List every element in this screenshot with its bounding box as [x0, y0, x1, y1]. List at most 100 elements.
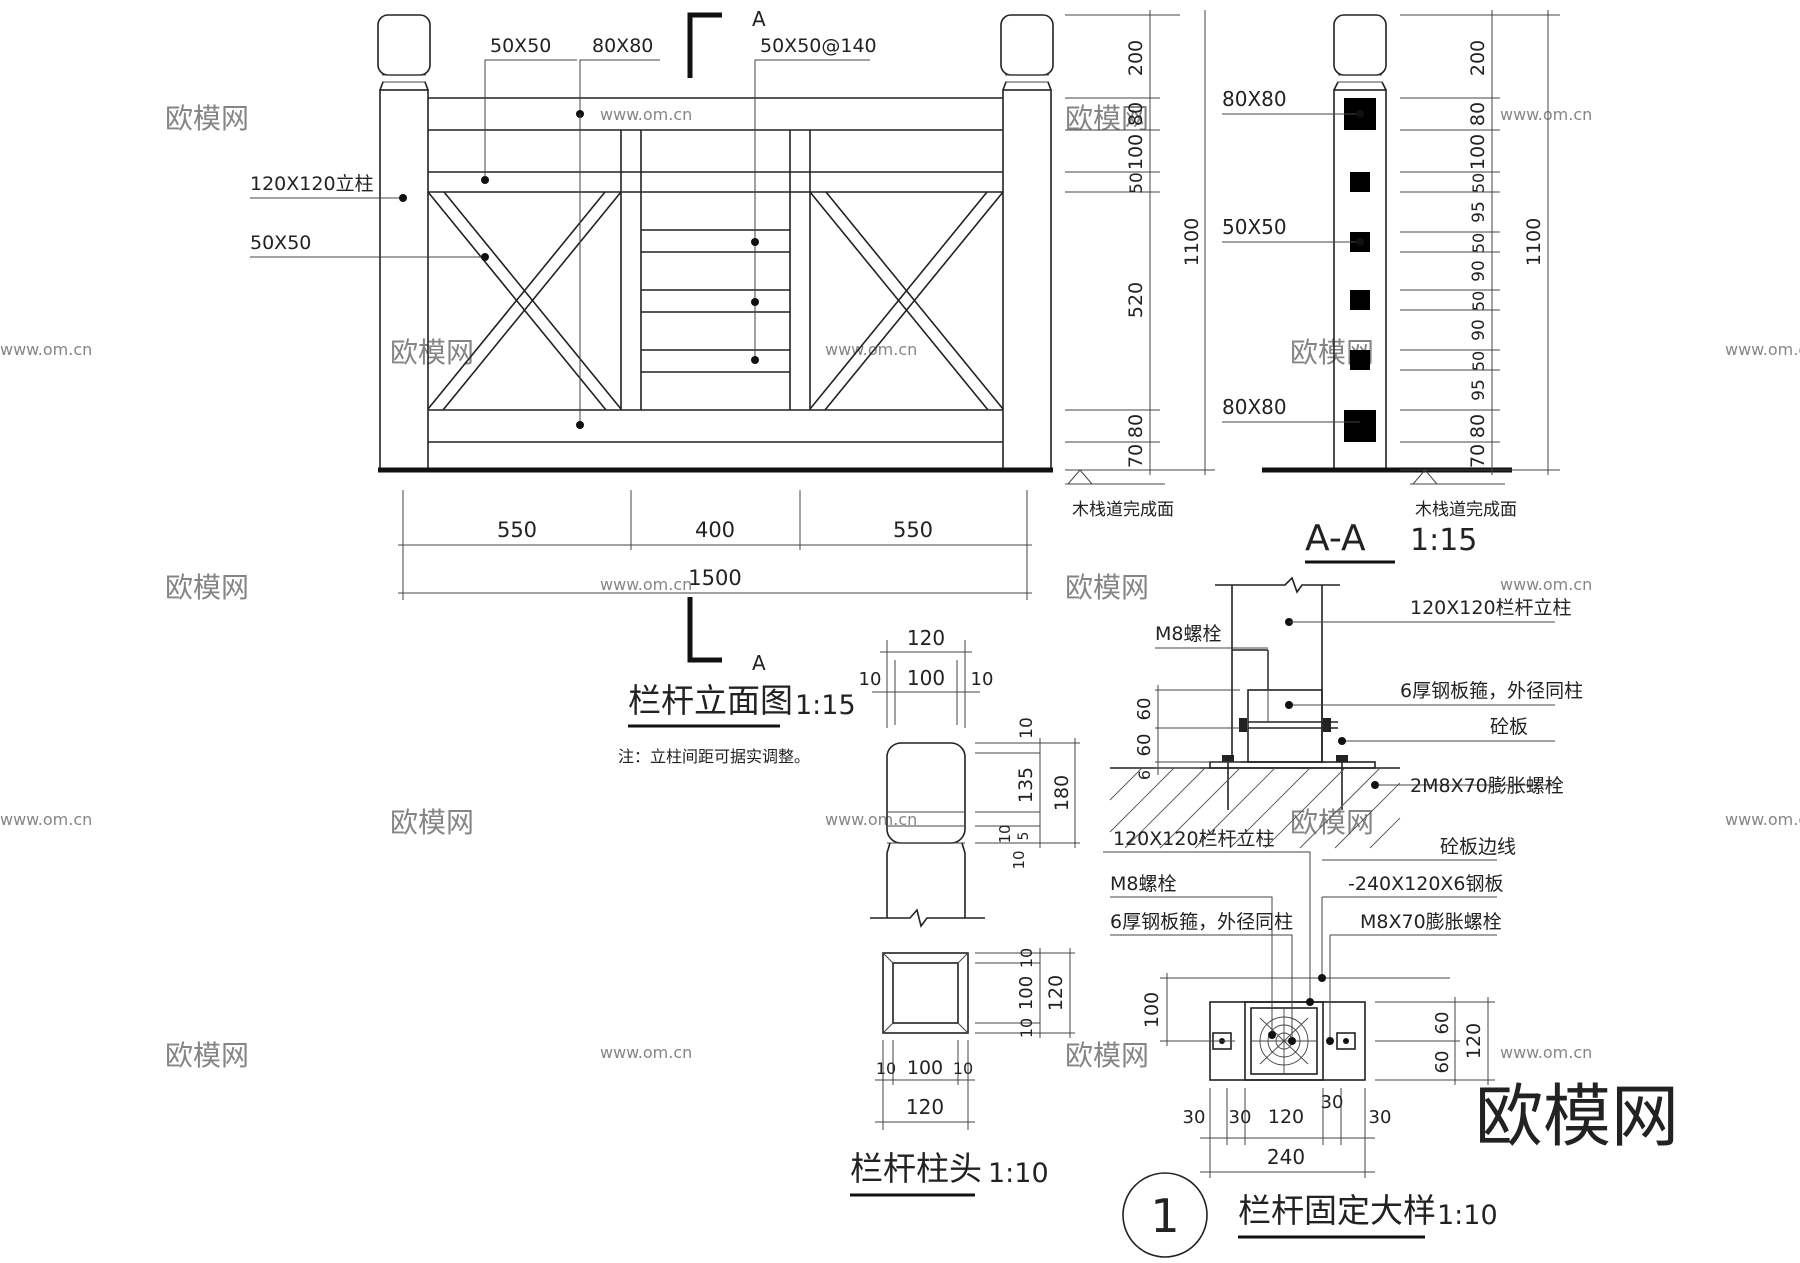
hoop-callout: 6厚钢板箍，外径同柱: [1400, 680, 1583, 702]
section-mark-label: A: [752, 651, 766, 675]
elevation-note: 注：立柱间距可据实调整。: [618, 747, 810, 766]
dim: 30: [1321, 1092, 1344, 1113]
vdim: 50: [1469, 233, 1488, 253]
watermark-site: www.om.cn: [600, 575, 692, 594]
slats-callout: 50X50@140: [760, 35, 877, 57]
vdim: 90: [1469, 260, 1489, 282]
dim: 60: [1432, 1051, 1453, 1074]
dim: 10: [1017, 948, 1036, 968]
plan-bolt-callout: M8螺栓: [1110, 873, 1176, 895]
left-x-brace: [427, 191, 622, 411]
section-bottom-rail-callout: 80X80: [1222, 395, 1287, 419]
vdim: 200: [1125, 40, 1147, 76]
slats: [641, 229, 790, 373]
dim: 120: [1045, 975, 1067, 1011]
watermark-layer: 欧模网 www.om.cn 欧模网 www.om.cn www.om.cn 欧模…: [0, 102, 1800, 1072]
dim: 30: [1369, 1107, 1392, 1128]
dim: 100: [907, 666, 945, 690]
right-post: [1002, 89, 1052, 471]
dim: 10: [953, 1059, 973, 1078]
dim-center: 400: [695, 518, 735, 542]
rail-top-callout: 80X80: [592, 35, 653, 57]
section-slat-callout: 50X50: [1222, 215, 1287, 239]
rail-mid-callout: 50X50: [490, 35, 551, 57]
section-scale: 1:15: [1410, 523, 1477, 558]
dim: 60: [1432, 1012, 1453, 1035]
vdim: 100: [1125, 134, 1147, 170]
post-callout: 120X120栏杆立柱: [1410, 597, 1572, 619]
watermark-text: 欧模网: [165, 1039, 249, 1072]
vdim: 80: [1125, 414, 1147, 438]
right-x-brace: [809, 191, 1004, 411]
dim: 6: [1135, 770, 1154, 780]
vdim: 70: [1125, 444, 1147, 468]
vdim: 80: [1125, 102, 1147, 126]
watermark-site: www.om.cn: [1725, 810, 1800, 829]
dim: 60: [1134, 698, 1155, 721]
watermark-text: 欧模网: [390, 806, 474, 839]
watermark-site: www.om.cn: [600, 105, 692, 124]
vdim: 200: [1467, 40, 1489, 76]
plan-anchor-callout: M8X70膨胀螺栓: [1360, 911, 1502, 933]
dim: 180: [1051, 775, 1073, 811]
concrete-hatch: [1109, 767, 1401, 849]
dim: 10: [876, 1059, 896, 1078]
left-post: [379, 89, 429, 471]
dim: 10: [1017, 1018, 1036, 1038]
dim: 120: [1463, 1023, 1485, 1059]
elevation-scale: 1:15: [795, 690, 856, 721]
vdim: 70: [1467, 444, 1489, 468]
watermark-site: www.om.cn: [0, 340, 92, 359]
vdim: 100: [1467, 134, 1489, 170]
bolt-callout: M8螺栓: [1155, 623, 1221, 645]
dim: 60: [1134, 734, 1155, 757]
floor-label: 木栈道完成面: [1072, 500, 1174, 520]
left-post-head: [377, 14, 431, 76]
plan-hoop-callout: 6厚钢板箍，外径同柱: [1110, 911, 1293, 933]
section-a-a: 80X80 50X50 80X80 200 80 100 50 95: [1222, 10, 1560, 564]
dim: 120: [907, 626, 945, 650]
post-head-title: 栏杆柱头: [850, 1149, 982, 1188]
dim: 5: [1016, 832, 1032, 841]
section-mark-bottom: [687, 597, 722, 663]
vdim: 520: [1125, 282, 1147, 318]
fixing-title: 栏杆固定大样: [1238, 1191, 1436, 1230]
dim: 100: [1141, 992, 1163, 1028]
section-top-rail-callout: 80X80: [1222, 87, 1287, 111]
elevation-height-dims: 200 80 100 50 520 80 70 1100: [1065, 10, 1215, 475]
dim: 10: [971, 669, 994, 690]
dim: 135: [1015, 767, 1037, 803]
dim-left: 550: [497, 518, 537, 542]
dim: 30: [1183, 1107, 1206, 1128]
post-head-scale: 1:10: [988, 1158, 1049, 1189]
wood-grain: [1251, 1008, 1317, 1074]
elevation-width-dims: 550 400 550 1500: [398, 490, 1032, 600]
vdim: 90: [1469, 319, 1489, 341]
dim: 10: [1010, 850, 1028, 869]
right-post-head: [1000, 14, 1054, 76]
elevation-callouts: 120X120立柱 50X50 50X50 80X80 50X50@140: [250, 35, 877, 429]
post-callout: 120X120立柱: [250, 173, 374, 195]
dim: 100: [907, 1057, 943, 1079]
dim: 10: [859, 669, 882, 690]
section-height-dims: 200 80 100 50 95 50 90 50 90 50 95 80 70…: [1400, 10, 1560, 475]
dim: 10: [996, 824, 1014, 843]
watermark-text: 欧模网: [165, 102, 249, 135]
section-mark-label: A: [752, 7, 766, 31]
post-head-section: [1333, 14, 1387, 76]
dim: 120: [906, 1095, 944, 1119]
detail-number: 1: [1150, 1189, 1179, 1243]
vdim: 50: [1469, 351, 1488, 371]
dim-right: 550: [893, 518, 933, 542]
base-plate: [1209, 761, 1376, 769]
plan-slab-edge-callout: 砼板边线: [1440, 836, 1516, 858]
vdim: 80: [1467, 102, 1489, 126]
dim: 120: [1268, 1106, 1304, 1128]
vdim: 50: [1127, 172, 1147, 194]
plan-post-callout: 120X120栏杆立柱: [1113, 828, 1275, 850]
dim: 240: [1267, 1145, 1305, 1169]
slab-callout: 砼板: [1490, 716, 1528, 738]
railing-elevation: A A 120X120立柱 50X50 50X50 80X80 50X50@14…: [250, 7, 1215, 766]
plan-plate-callout: -240X120X6钢板: [1348, 873, 1504, 895]
